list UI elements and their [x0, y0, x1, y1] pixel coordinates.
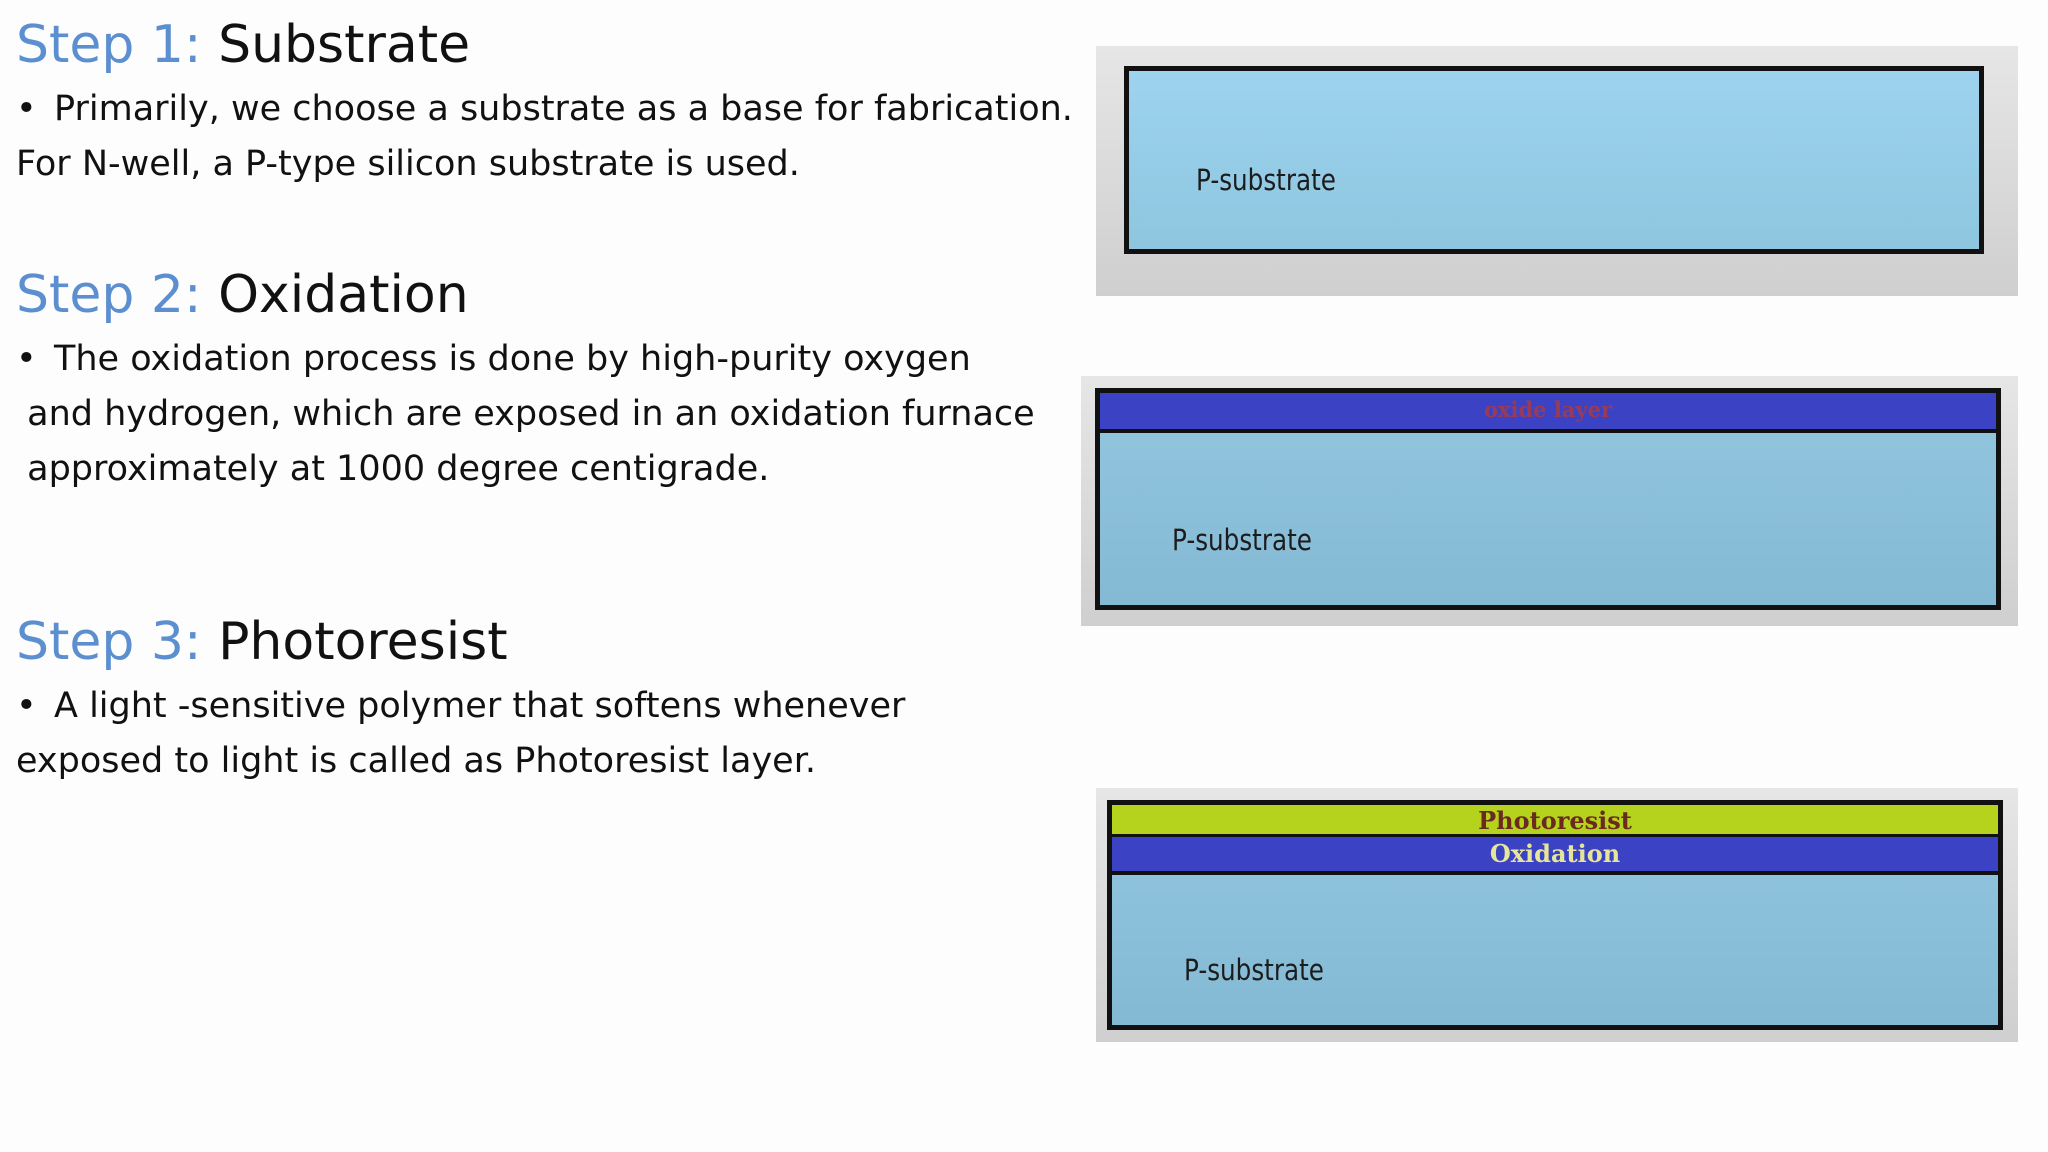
step-2-line-3: approximately at 1000 degree centigrade.	[16, 448, 770, 489]
step-3-title: Step 3: Photoresist	[16, 612, 905, 673]
step-2-title: Step 2: Oxidation	[16, 265, 1035, 326]
bullet-icon: •	[16, 685, 37, 726]
step-1-title: Step 1: Substrate	[16, 15, 1073, 76]
step-2-line-2: and hydrogen, which are exposed in an ox…	[16, 393, 1035, 434]
step-1-number: Step 1:	[16, 15, 202, 75]
diagram-photoresist: Photoresist Oxidation P-substrate	[1096, 788, 2018, 1042]
step-3-description: • A light -sensitive polymer that softens…	[16, 679, 905, 789]
bullet-icon: •	[16, 88, 37, 129]
bullet-icon: •	[16, 338, 37, 379]
step-1-line-1: Primarily, we choose a substrate as a ba…	[54, 88, 1073, 129]
photoresist-layer: Photoresist	[1112, 805, 1998, 837]
step-2-description: • The oxidation process is done by high-p…	[16, 332, 1035, 497]
p-substrate-label: P-substrate	[1184, 953, 1324, 987]
step-2: Step 2: Oxidation • The oxidation process…	[16, 265, 1035, 497]
diagram-substrate: P-substrate	[1096, 46, 2018, 296]
oxidation-stack: oxide layer P-substrate	[1095, 388, 2001, 610]
step-2-number: Step 2:	[16, 265, 202, 325]
step-1: Step 1: Substrate • Primarily, we choose …	[16, 15, 1073, 192]
oxide-layer-label: oxide layer	[1483, 397, 1613, 422]
step-3: Step 3: Photoresist • A light -sensitive …	[16, 612, 905, 789]
photoresist-stack: Photoresist Oxidation P-substrate	[1107, 800, 2003, 1030]
oxidation-layer-label: Oxidation	[1489, 839, 1621, 868]
photoresist-layer-label: Photoresist	[1478, 806, 1632, 835]
p-substrate-block: P-substrate	[1124, 66, 1984, 254]
step-3-number: Step 3:	[16, 612, 202, 672]
step-1-line-2: For N-well, a P-type silicon substrate i…	[16, 143, 800, 184]
oxide-layer: Oxidation	[1112, 837, 1998, 875]
p-substrate-label: P-substrate	[1172, 523, 1312, 557]
p-substrate-label: P-substrate	[1196, 163, 1336, 197]
step-3-line-1: A light -sensitive polymer that softens …	[54, 685, 906, 726]
step-1-description: • Primarily, we choose a substrate as a b…	[16, 82, 1073, 192]
oxide-layer: oxide layer	[1100, 393, 1996, 433]
step-2-line-1: The oxidation process is done by high-pu…	[54, 338, 971, 379]
step-1-name: Substrate	[218, 15, 471, 75]
diagram-oxidation: oxide layer P-substrate	[1081, 376, 2018, 626]
step-2-name: Oxidation	[218, 265, 469, 325]
step-3-line-2: exposed to light is called as Photoresis…	[16, 740, 816, 781]
step-3-name: Photoresist	[218, 612, 508, 672]
